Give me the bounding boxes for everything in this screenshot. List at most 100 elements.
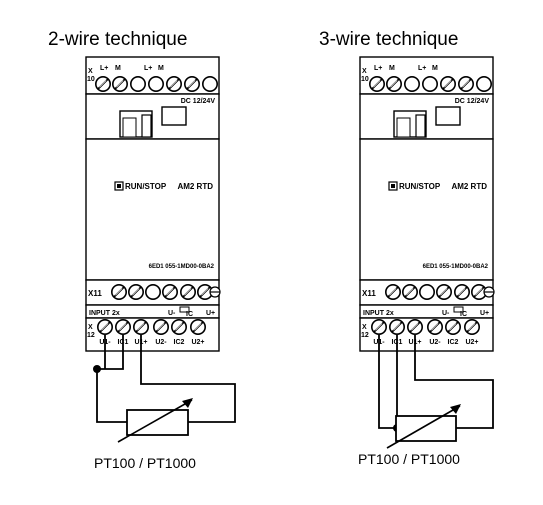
wiring-2-wire — [93, 335, 236, 443]
empty-terminal — [148, 76, 165, 93]
model-label: AM2 RTD — [177, 182, 213, 191]
screw-slot-highlight — [99, 80, 107, 88]
screw-slot-highlight — [184, 288, 192, 296]
top-terminal-label: L+ — [100, 65, 108, 72]
x11-label: X11 — [88, 289, 102, 298]
front-panel — [85, 138, 220, 281]
empty-terminal — [475, 76, 492, 93]
top-terminal-label: M — [158, 65, 164, 72]
order-number-label: 6ED1 055-1MD00-0BA2 — [423, 264, 489, 270]
bottom-block-label-num: 12 — [361, 332, 369, 339]
cover-window — [161, 106, 187, 126]
top-block-label: X — [88, 68, 93, 75]
run-stop-led-core — [391, 184, 395, 188]
top-terminal-label: L+ — [144, 65, 152, 72]
screw-slot-highlight — [389, 288, 397, 296]
screw-slot-highlight — [115, 288, 123, 296]
screw-slot-highlight — [175, 323, 183, 331]
connector-latch — [141, 114, 152, 138]
top-block-label-num: 10 — [87, 76, 95, 83]
top-block-label-num: 10 — [361, 76, 369, 83]
screw-slot-highlight — [440, 288, 448, 296]
bottom-terminal-label: U2- — [155, 339, 167, 346]
empty-terminal — [202, 76, 219, 93]
screw-slot-highlight — [201, 288, 209, 296]
screw-slot-highlight — [406, 288, 414, 296]
screw-slot-highlight — [458, 288, 466, 296]
empty-terminal — [418, 283, 435, 300]
top-terminal-label: M — [115, 65, 121, 72]
connector-latch — [415, 114, 426, 138]
wiring-3-wire — [378, 335, 494, 449]
supply-label: DC 12/24V — [181, 98, 216, 105]
wire-u1-minus — [378, 335, 396, 429]
ic-label: IC — [460, 311, 467, 318]
screw-slot-highlight — [393, 323, 401, 331]
bottom-terminal-label: U2+ — [465, 339, 478, 346]
screw-slot-highlight — [194, 323, 202, 331]
run-stop-led-core — [117, 184, 121, 188]
bottom-terminal-label: U2+ — [191, 339, 204, 346]
u-plus-label: U+ — [480, 310, 489, 317]
arrow-head — [182, 398, 193, 408]
x11-label: X11 — [362, 289, 376, 298]
screw-slot-highlight — [157, 323, 165, 331]
screw-slot-highlight — [444, 80, 452, 88]
front-panel — [359, 138, 494, 281]
screw-slot-highlight — [116, 80, 124, 88]
connector-pin — [122, 117, 137, 138]
screw-slot-highlight — [462, 80, 470, 88]
screw-slot-highlight — [373, 80, 381, 88]
title-3-wire: 3-wire technique — [319, 29, 459, 50]
ic-label: IC — [186, 311, 193, 318]
u-plus-label: U+ — [206, 310, 215, 317]
run-stop-label: RUN/STOP — [399, 182, 441, 191]
top-block-label: X — [362, 68, 367, 75]
top-terminal-label: M — [389, 65, 395, 72]
screw-slot-highlight — [468, 323, 476, 331]
screw-slot-highlight — [449, 323, 457, 331]
variable-resistor-arrow — [386, 405, 461, 449]
sensor-label-2-wire: PT100 / PT1000 — [94, 455, 196, 471]
bottom-block-label: X — [88, 324, 93, 331]
top-terminal-label: M — [432, 65, 438, 72]
u-minus-label: U- — [442, 310, 450, 317]
bottom-terminal-label: IC2 — [448, 339, 459, 346]
screw-slot-highlight — [132, 288, 140, 296]
cover-window — [435, 106, 461, 126]
junction-dot — [93, 365, 101, 373]
input-label: INPUT 2x — [363, 310, 394, 317]
empty-terminal — [145, 283, 162, 300]
empty-terminal — [130, 76, 147, 93]
screw-slot-highlight — [101, 323, 109, 331]
u-minus-label: U- — [168, 310, 176, 317]
screw-slot-highlight — [137, 323, 145, 331]
sensor-label-3-wire: PT100 / PT1000 — [358, 451, 460, 467]
screw-slot-highlight — [119, 323, 127, 331]
connector-pin — [396, 117, 411, 138]
empty-terminal — [421, 76, 438, 93]
top-terminal-label: L+ — [374, 65, 382, 72]
bottom-terminal-label: U2- — [429, 339, 441, 346]
screw-slot-highlight — [375, 323, 383, 331]
run-stop-label: RUN/STOP — [125, 182, 167, 191]
supply-label: DC 12/24V — [455, 98, 490, 105]
screw-slot-highlight — [431, 323, 439, 331]
variable-resistor-arrow — [117, 399, 193, 443]
arrow-head — [450, 404, 461, 414]
order-number-label: 6ED1 055-1MD00-0BA2 — [149, 264, 215, 270]
screw-slot-highlight — [170, 80, 178, 88]
empty-terminal — [403, 76, 420, 93]
bottom-block-label-num: 12 — [87, 332, 95, 339]
bottom-block-label: X — [362, 324, 367, 331]
screw-slot-highlight — [390, 80, 398, 88]
title-2-wire: 2-wire technique — [48, 29, 188, 50]
rtd-symbol — [179, 306, 190, 313]
screw-slot-highlight — [475, 288, 483, 296]
screw-slot-highlight — [188, 80, 196, 88]
screw-slot-highlight — [166, 288, 174, 296]
wire-u1-plus — [140, 335, 236, 423]
